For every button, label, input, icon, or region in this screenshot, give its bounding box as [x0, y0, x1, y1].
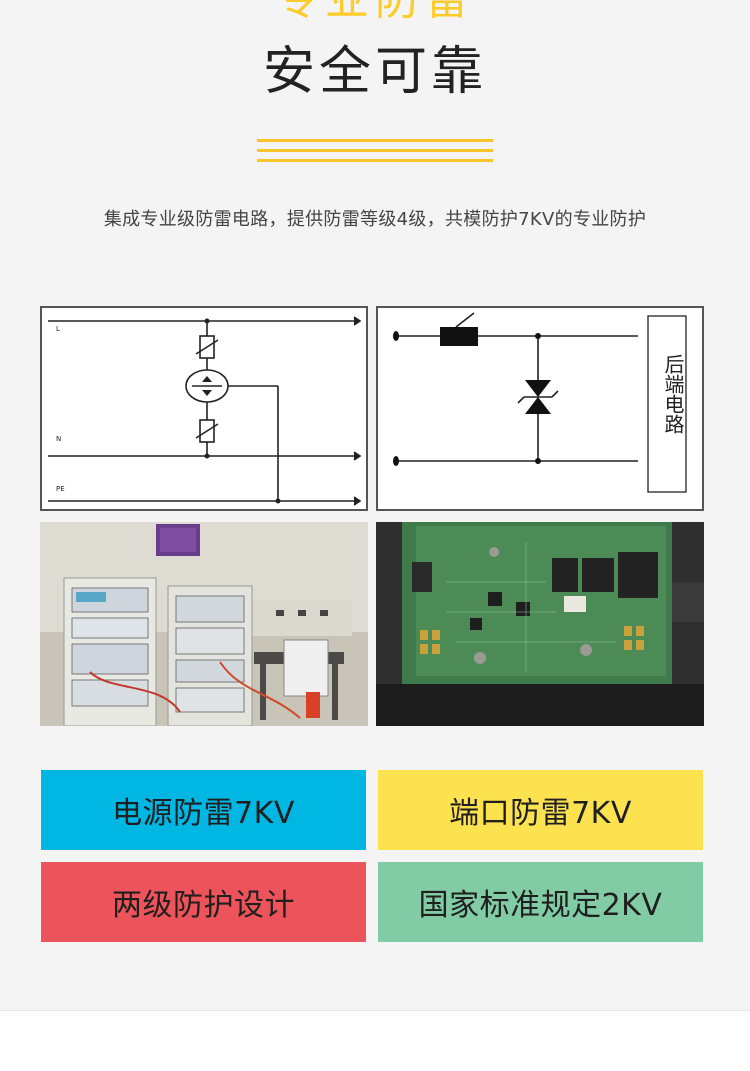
- power-protection-diagram: L N PE: [40, 306, 368, 511]
- feature-port-surge: 端口防雷7KV: [378, 770, 703, 850]
- backend-circuit-label: 后端电路: [661, 354, 685, 434]
- feature-two-stage: 两级防护设计: [41, 862, 366, 942]
- pcb-board-photo: [376, 522, 704, 726]
- feature-two-stage-label: 两级防护设计: [112, 888, 295, 923]
- feature-power-surge: 电源防雷7KV: [41, 770, 366, 850]
- feature-national-standard: 国家标准规定2KV: [378, 862, 703, 942]
- line-label-l: L: [56, 325, 60, 333]
- section-description: 集成专业级防雷电路，提供防雷等级4级，共模防护7KV的专业防护: [103, 209, 647, 230]
- feature-national-standard-label: 国家标准规定2KV: [418, 888, 663, 923]
- port-protection-diagram: 后端电路: [376, 306, 704, 511]
- line-label-pe: PE: [56, 485, 65, 493]
- section-title-top: 专业防雷: [0, 0, 750, 22]
- feature-port-surge-label: 端口防雷7KV: [449, 796, 632, 831]
- feature-power-surge-label: 电源防雷7KV: [112, 796, 295, 831]
- test-equipment-photo: [40, 522, 368, 726]
- section-title: 安全可靠: [262, 42, 487, 102]
- line-label-n: N: [56, 435, 61, 443]
- title-rule-middle: [257, 149, 493, 152]
- title-rule-bottom: [257, 159, 493, 162]
- title-rule-top: [257, 139, 493, 142]
